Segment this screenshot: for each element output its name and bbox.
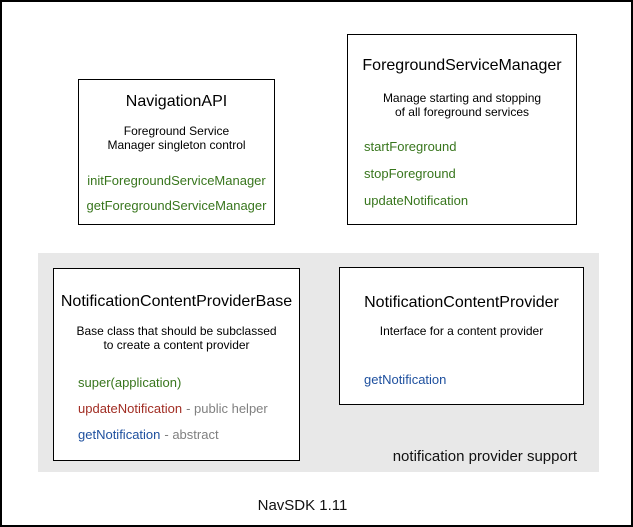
box-title: NavigationAPI xyxy=(125,93,228,110)
box-title: NotificationContentProviderBase xyxy=(60,293,293,310)
group-label: notification provider support xyxy=(392,448,577,465)
caption: NavSDK 1.11 xyxy=(257,497,348,514)
method-name: stopForeground xyxy=(364,166,456,181)
method-list: startForeground stopForeground updateNot… xyxy=(348,139,576,208)
method-label: initForegroundServiceManager xyxy=(79,173,274,188)
method-annotation: - public helper xyxy=(186,401,268,416)
method-list: super(application) updateNotification- p… xyxy=(54,375,299,442)
method-name: updateNotification xyxy=(78,401,183,416)
method-label: updateNotification- public helper xyxy=(78,401,299,416)
box-title: ForegroundServiceManager xyxy=(362,57,562,74)
class-box-notification-content-provider-base: NotificationContentProviderBase Base cla… xyxy=(53,268,300,461)
class-box-notification-content-provider: NotificationContentProvider Interface fo… xyxy=(339,267,584,405)
box-description: Interface for a content provider xyxy=(379,324,544,338)
method-annotation: - abstract xyxy=(164,427,219,442)
method-list: getNotification xyxy=(340,372,583,387)
method-label: getNotification xyxy=(364,372,583,387)
method-name: super(application) xyxy=(78,375,182,390)
method-label: super(application) xyxy=(78,375,299,390)
box-description: Manage starting and stopping of all fore… xyxy=(382,91,542,119)
method-name: updateNotification xyxy=(364,193,469,208)
box-description: Base class that should be subclassed to … xyxy=(76,324,277,352)
class-box-foreground-service-manager: ForegroundServiceManager Manage starting… xyxy=(347,34,577,225)
method-name: initForegroundServiceManager xyxy=(87,173,266,188)
method-label: getForegroundServiceManager xyxy=(79,198,274,213)
box-description: Foreground Service Manager singleton con… xyxy=(107,124,246,152)
method-label: startForeground xyxy=(364,139,576,154)
box-title: NotificationContentProvider xyxy=(364,294,559,311)
method-label: updateNotification xyxy=(364,193,576,208)
method-name: getNotification xyxy=(364,372,447,387)
method-label: getNotification- abstract xyxy=(78,427,299,442)
method-list: initForegroundServiceManager getForegrou… xyxy=(79,173,274,213)
method-name: startForeground xyxy=(364,139,457,154)
class-box-navigation-api: NavigationAPI Foreground Service Manager… xyxy=(78,79,275,225)
method-name: getForegroundServiceManager xyxy=(86,198,267,213)
method-label: stopForeground xyxy=(364,166,576,181)
method-name: getNotification xyxy=(78,427,161,442)
